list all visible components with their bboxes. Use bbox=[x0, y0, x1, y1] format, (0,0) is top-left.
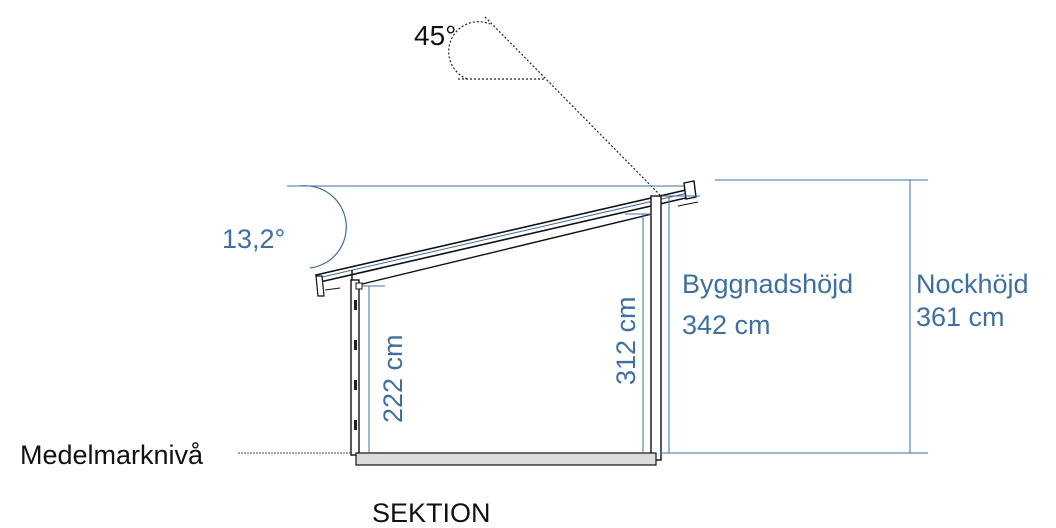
roof-angle-arc bbox=[299, 185, 347, 269]
low-wall bbox=[350, 279, 363, 456]
ground-level-label: Medelmarknivå bbox=[20, 440, 204, 470]
roof-beam bbox=[357, 213, 653, 286]
ridge-height-value: 361 cm bbox=[916, 302, 1005, 332]
ridge-height-label: Nockhöjd bbox=[916, 269, 1029, 299]
section-caption: SEKTION bbox=[372, 498, 491, 528]
wall-low-height-label: 222 cm bbox=[378, 334, 408, 423]
angle-45-construction bbox=[448, 16, 661, 196]
high-wall bbox=[650, 195, 662, 461]
angle-45-label: 45° bbox=[414, 20, 456, 51]
dimension-lines bbox=[362, 179, 928, 454]
roof bbox=[314, 180, 699, 297]
floor-slab bbox=[355, 452, 657, 466]
building-height-value: 342 cm bbox=[682, 310, 771, 340]
building-height-label: Byggnadshöjd bbox=[682, 269, 853, 299]
wall-high-height-label: 312 cm bbox=[611, 296, 641, 385]
roof-angle-label: 13,2° bbox=[222, 224, 285, 254]
